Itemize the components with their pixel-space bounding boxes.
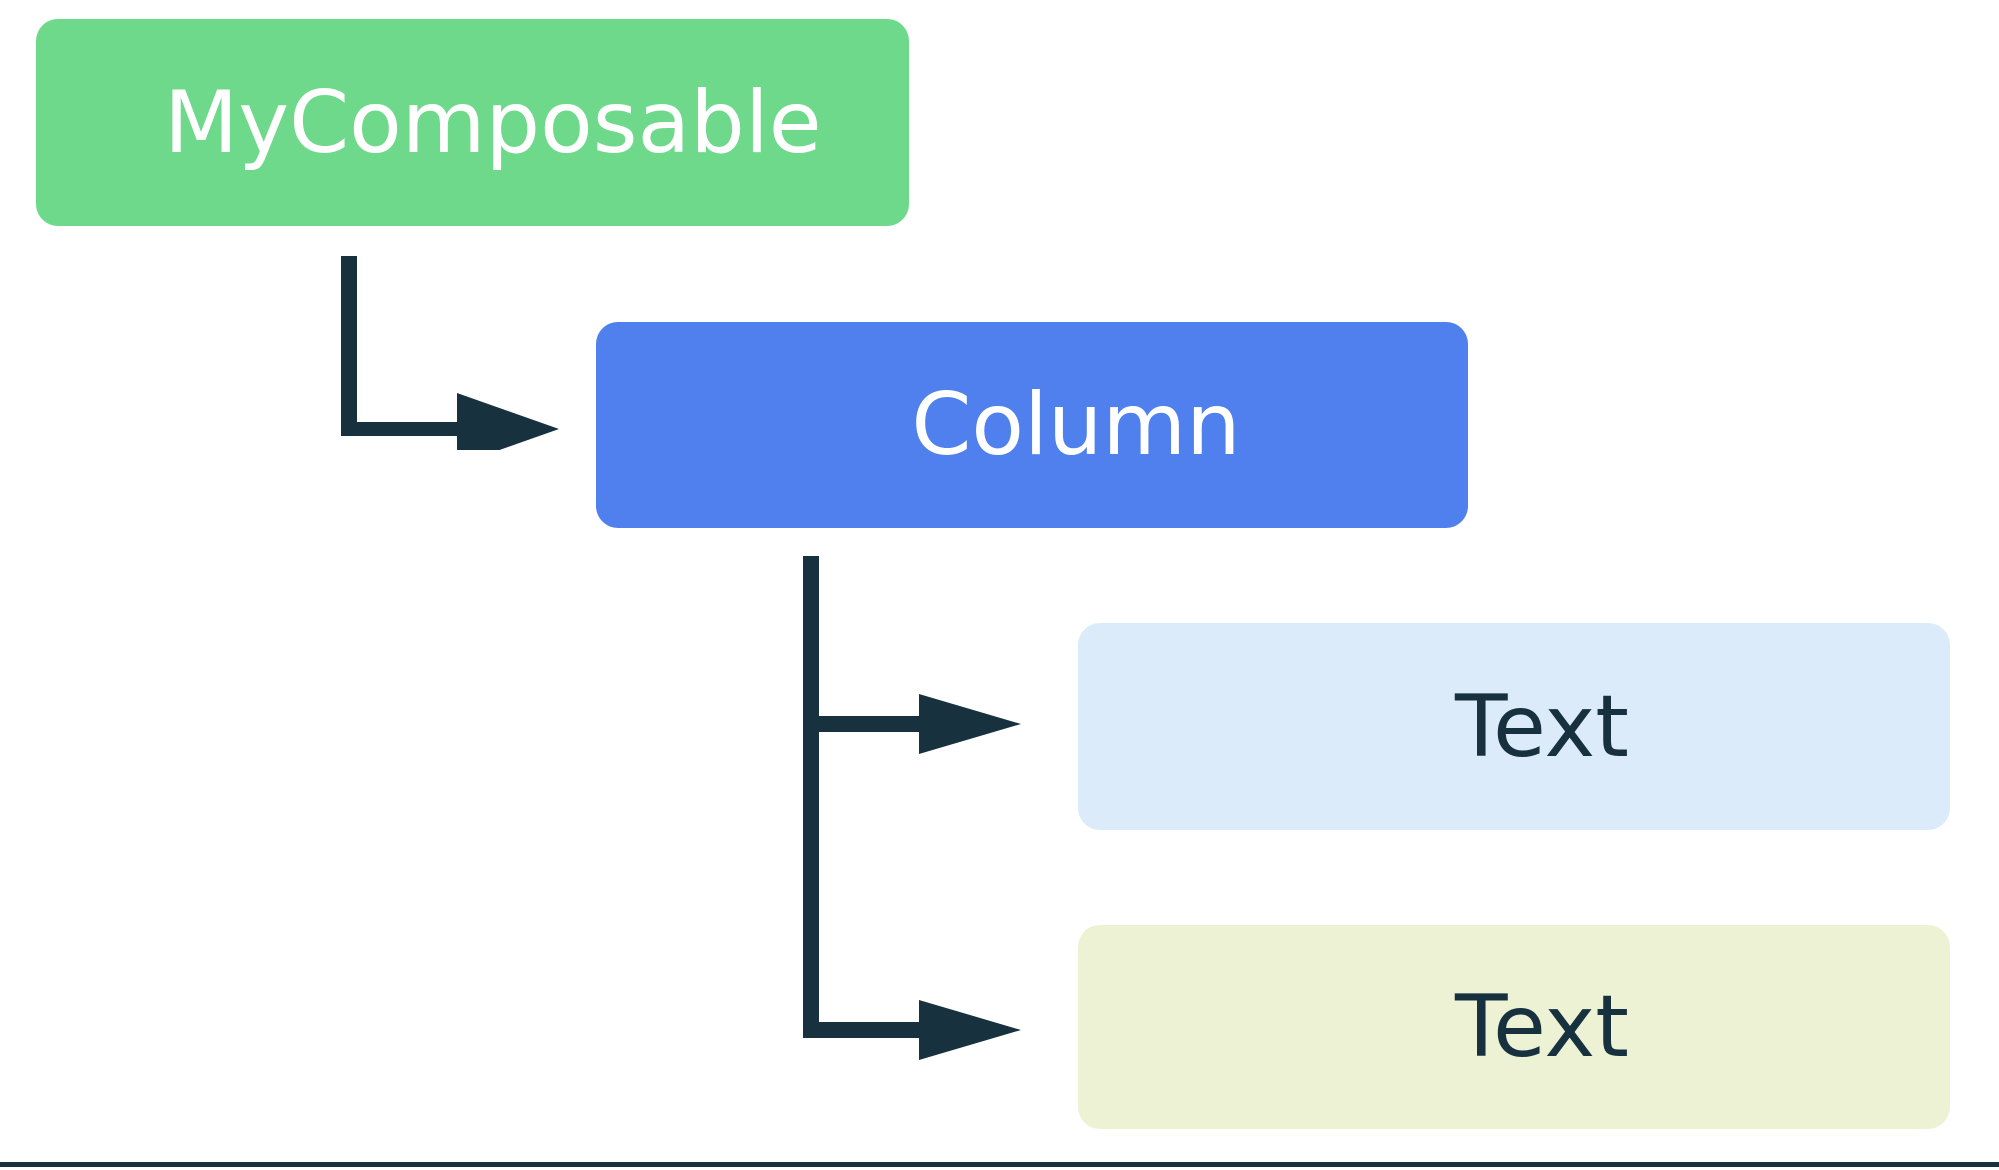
connector-column-to-texts: [790, 548, 1050, 1072]
node-text-1[interactable]: Text: [1078, 623, 1950, 830]
node-column-label: Column: [911, 375, 1241, 475]
node-text-1-label: Text: [1455, 676, 1629, 777]
arrow-elbow-icon: [341, 256, 559, 465]
arrow-branch-icon: [803, 556, 1021, 1060]
node-text-2[interactable]: Text: [1078, 925, 1950, 1129]
node-column[interactable]: Column: [596, 322, 1468, 528]
bottom-divider: [0, 1162, 1999, 1167]
node-mycomposable[interactable]: MyComposable: [36, 19, 909, 226]
connector-mycomposable-to-column: [330, 250, 590, 465]
node-mycomposable-label: MyComposable: [164, 72, 822, 173]
node-text-2-label: Text: [1455, 977, 1629, 1077]
